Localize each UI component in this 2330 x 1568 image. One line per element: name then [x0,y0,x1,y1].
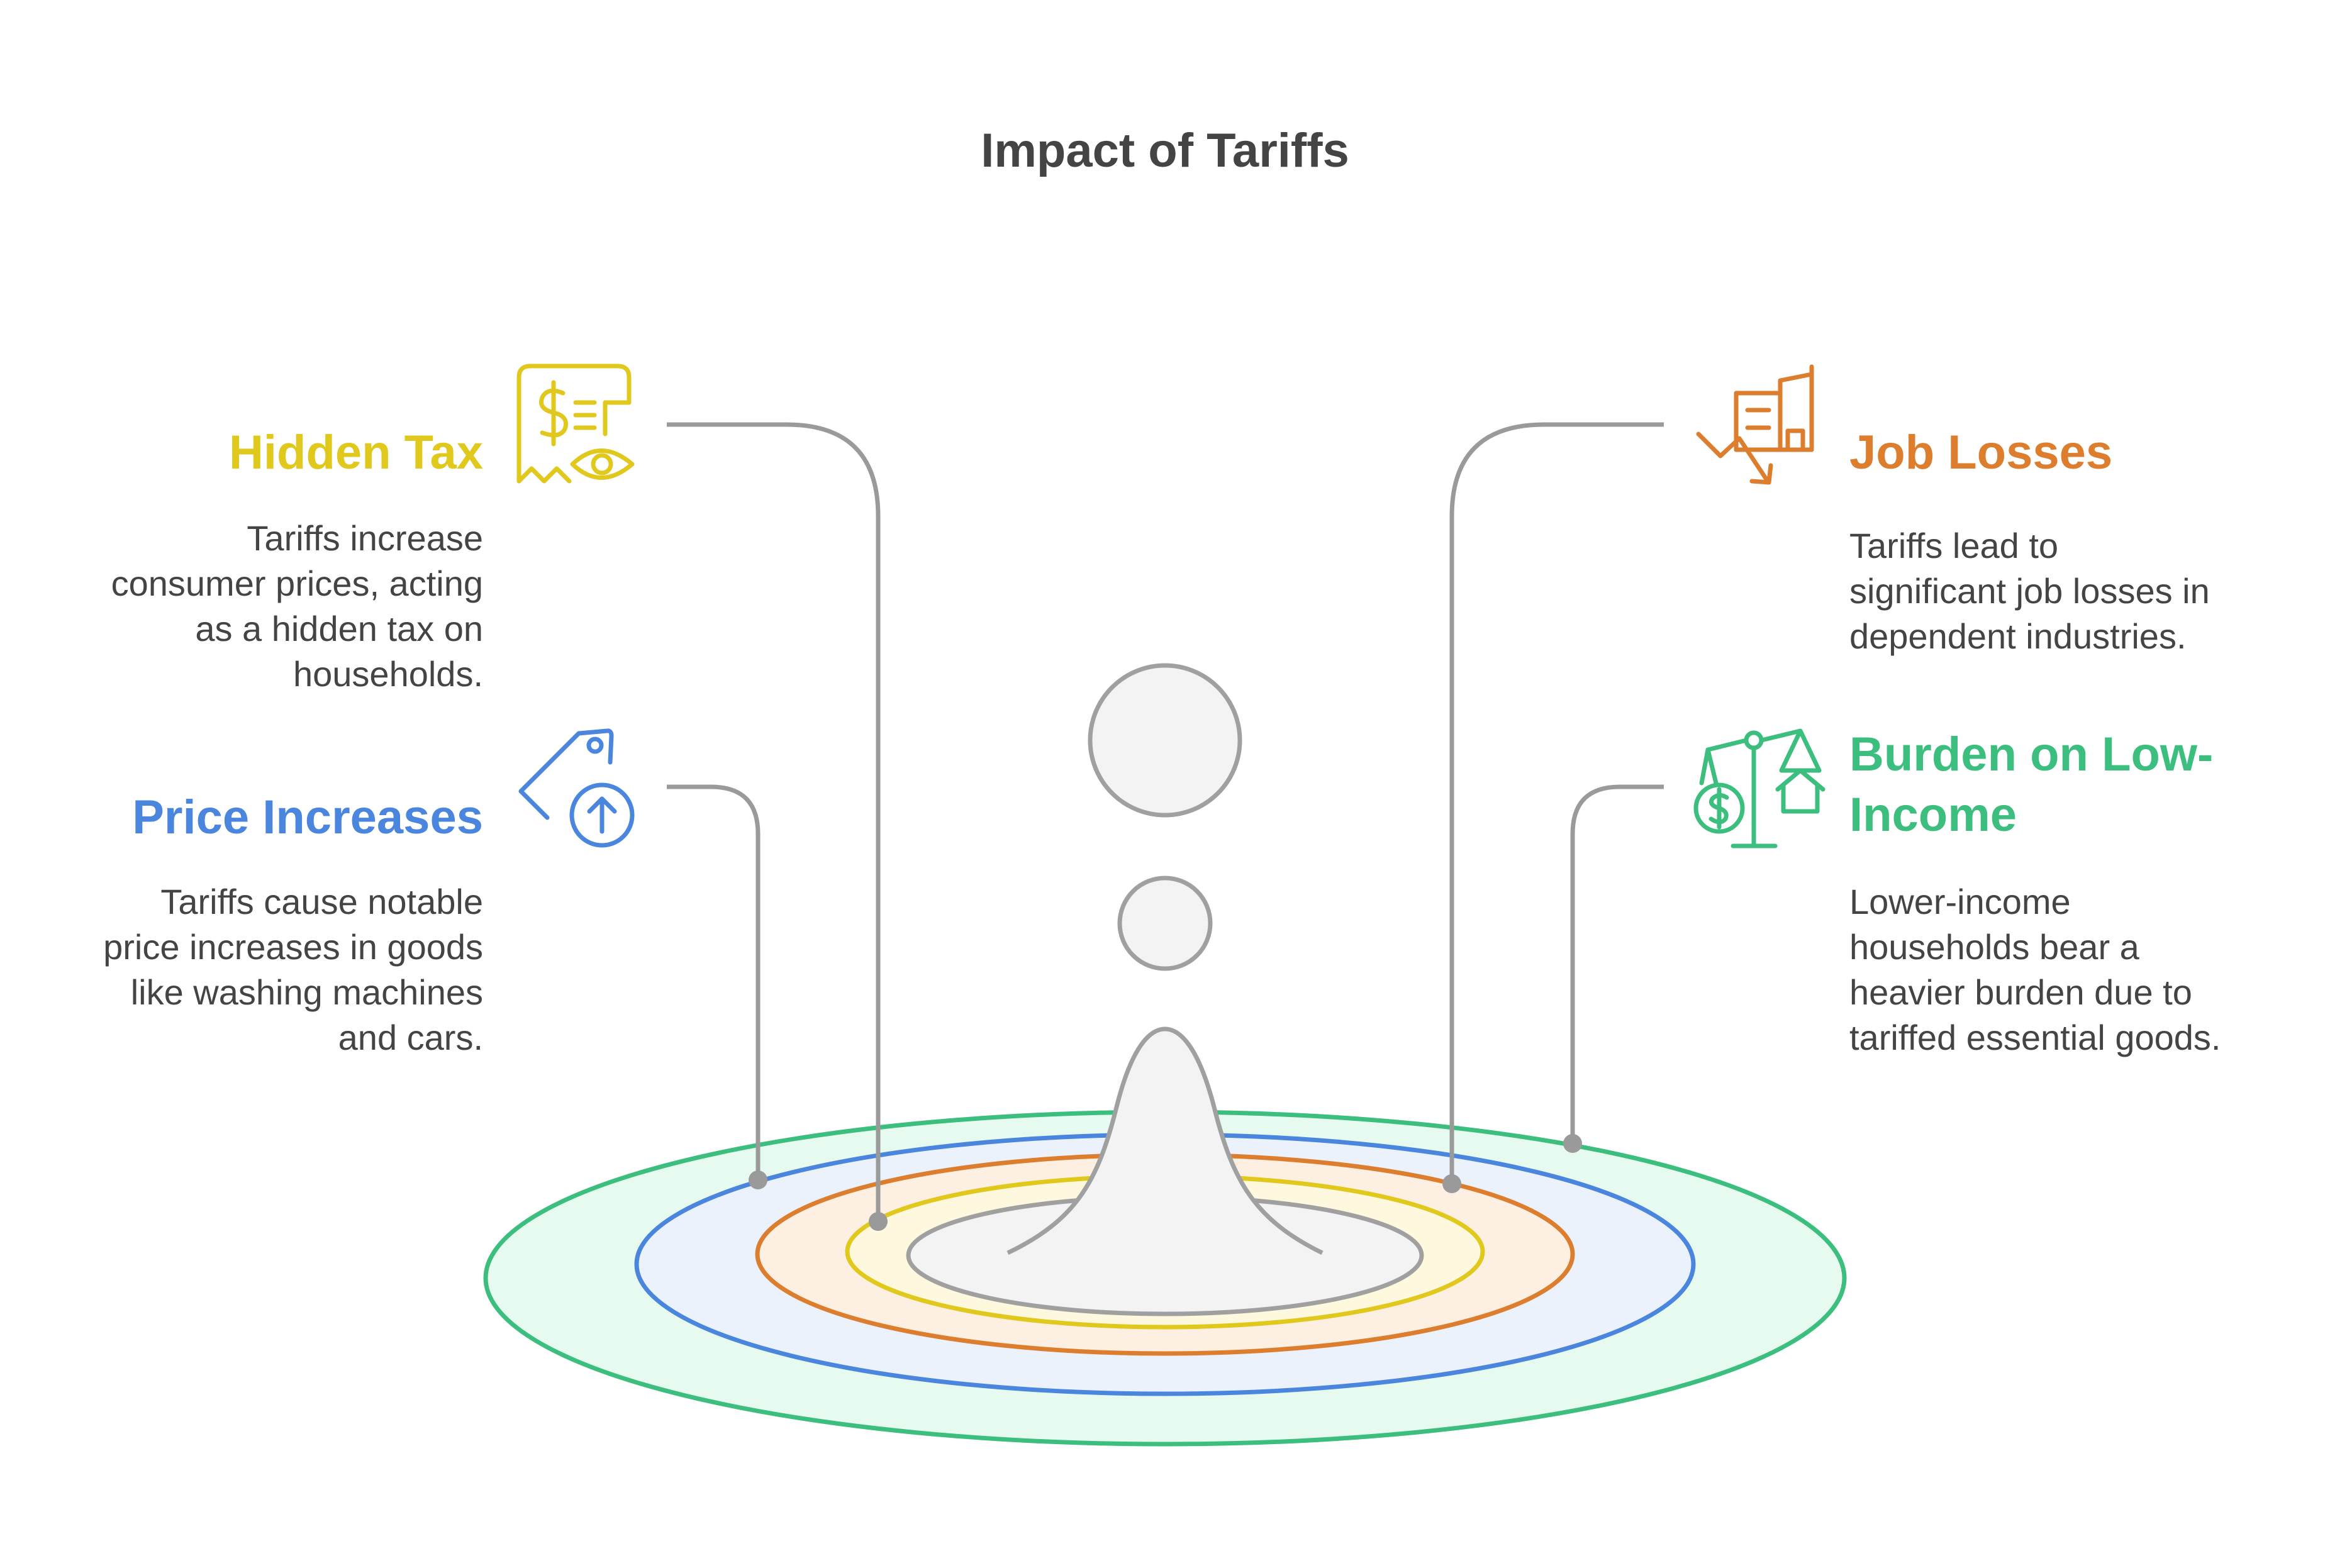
price-increases-description: Tariffs cause notable price increases in… [103,882,483,1057]
price-increases-heading: Price Increases [132,791,483,844]
connector-low-income [1570,784,1664,1143]
splash-peak [1006,1026,1324,1255]
connector-price-increases [667,784,761,1180]
connector-dot-hidden-tax [869,1212,888,1231]
job-losses-description: Tariffs lead to significant job losses i… [1849,526,2210,656]
receipt-eye-icon [516,364,635,484]
hidden-tax-heading: Hidden Tax [229,426,483,479]
low-income-description: Lower-income households bear a heavier b… [1849,882,2221,1057]
connector-job-losses [1449,422,1664,1184]
scale-dollar-house-icon [1693,728,1826,848]
low-income-heading: Burden on Low- Income [1849,728,2214,842]
drop-small [1117,876,1213,971]
building-decline-icon [1696,364,1814,485]
connector-dot-low-income [1563,1134,1582,1153]
price-tag-up-icon [518,728,635,848]
connector-hidden-tax [667,422,881,1221]
job-losses-heading: Job Losses [1849,426,2113,479]
hidden-tax-description: Tariffs increase consumer prices, acting… [111,518,483,694]
diagram-title: Impact of Tariffs [981,124,1349,177]
drop-large [1088,663,1242,818]
connector-dot-price-increases [749,1170,767,1189]
connector-dot-job-losses [1442,1174,1461,1193]
